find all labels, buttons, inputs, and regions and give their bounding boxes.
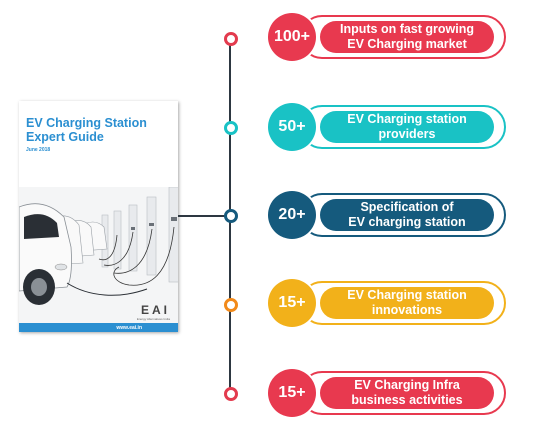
stat-number: 15+ (268, 369, 316, 417)
timeline-dot-3 (224, 209, 238, 223)
stat-number: 100+ (268, 13, 316, 61)
timeline-connector (178, 215, 230, 217)
cover-url: www.eai.in (116, 325, 142, 331)
cover-footer-bar (19, 323, 178, 332)
timeline-dot-2 (224, 121, 238, 135)
stat-number: 20+ (268, 191, 316, 239)
eai-logo: EAI Energy Alternatives India (136, 303, 170, 321)
cover-date: June 2018 (26, 147, 51, 153)
ev-car-charging-illustration (19, 187, 178, 323)
stat-number: 50+ (268, 103, 316, 151)
timeline-dot-1 (224, 32, 238, 46)
timeline-dot-4 (224, 298, 238, 312)
cover-title: EV Charging Station Expert Guide (26, 116, 147, 144)
stat-number: 15+ (268, 279, 316, 327)
guide-cover: EV Charging Station Expert Guide June 20… (19, 101, 178, 332)
timeline-dot-5 (224, 387, 238, 401)
